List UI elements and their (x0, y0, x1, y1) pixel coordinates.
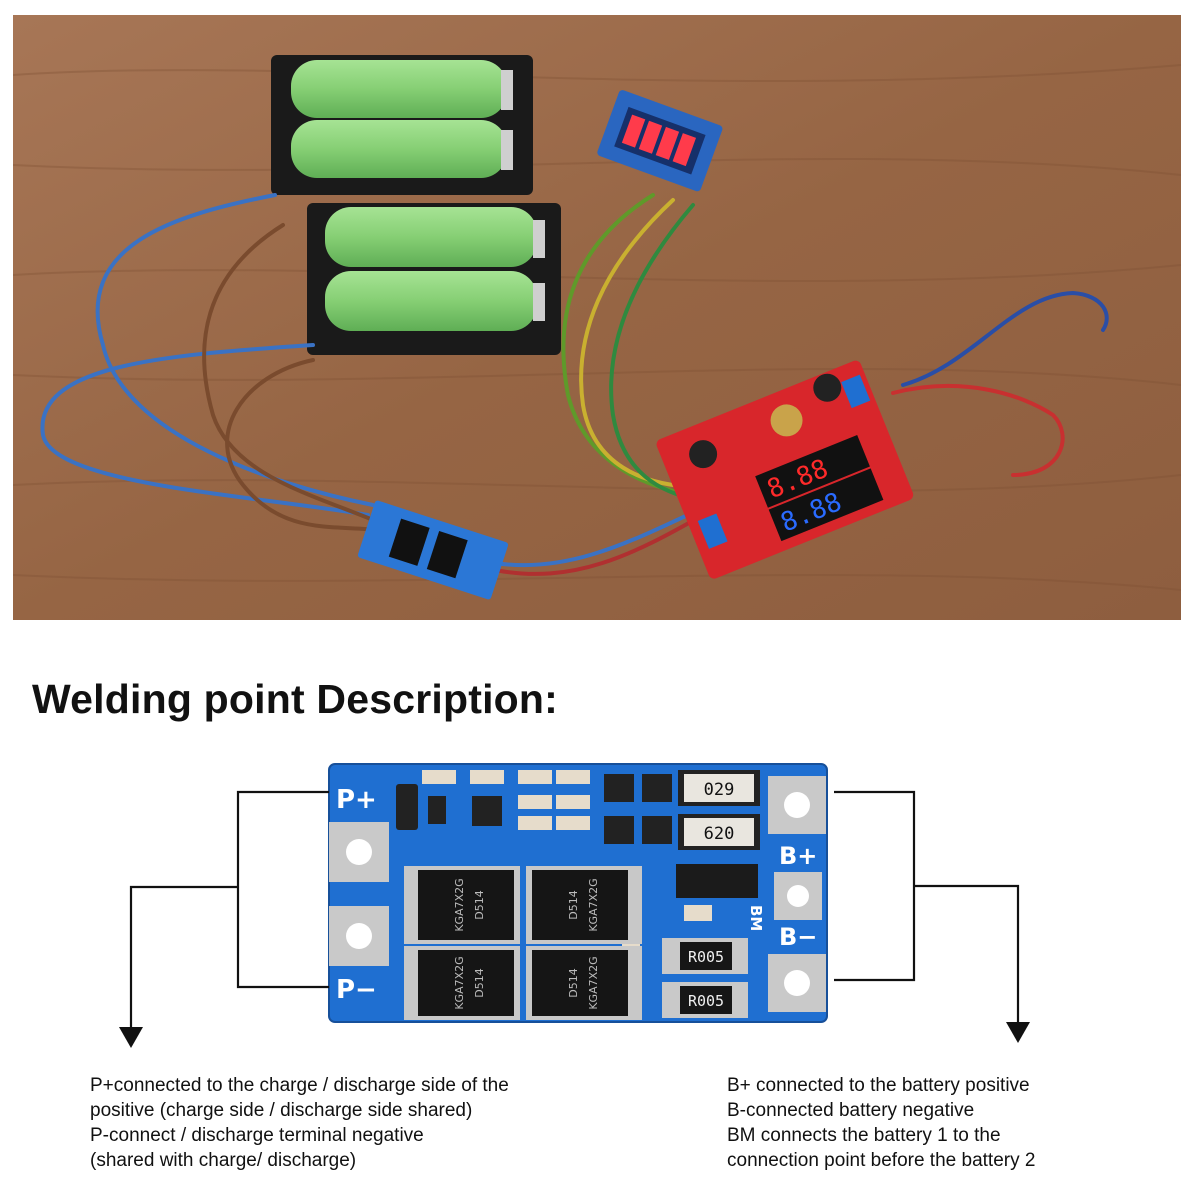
desc-line: positive (charge side / discharge side s… (90, 1100, 473, 1121)
svg-text:620: 620 (704, 824, 735, 844)
arrow-left (119, 1027, 143, 1048)
desc-line: P-connect / discharge terminal negative (90, 1125, 424, 1146)
section-heading: Welding point Description: (32, 676, 559, 722)
svg-text:029: 029 (704, 780, 735, 800)
svg-text:KGA7X2G: KGA7X2G (453, 956, 466, 1009)
svg-text:KGA7X2G: KGA7X2G (587, 956, 600, 1009)
desc-line: B-connected battery negative (727, 1100, 975, 1121)
battery-holder-top (271, 55, 533, 195)
label-p-minus: P− (336, 975, 377, 1005)
solder-pads (329, 776, 826, 1012)
desc-line: (shared with charge/ discharge) (90, 1150, 357, 1171)
battery-holder-bottom (307, 203, 561, 355)
svg-text:KGA7X2G: KGA7X2G (453, 878, 466, 931)
current-resistor-029: 029 (678, 770, 760, 806)
label-p-plus: P+ (336, 785, 377, 815)
wood-grain (13, 64, 1181, 591)
bms-board-photo (357, 500, 509, 600)
wires (40, 193, 1109, 576)
desc-line: BM connects the battery 1 to the (727, 1125, 1001, 1146)
current-resistor-620: 620 (678, 814, 760, 850)
shunt-resistor-1: R005 (662, 938, 748, 974)
svg-text:D514: D514 (567, 968, 580, 997)
bms-board-diagram: 029 620 R005 R005 KGA7X2G D514 KGA7X2G D… (119, 763, 1030, 1048)
svg-text:KGA7X2G: KGA7X2G (587, 878, 600, 931)
svg-text:D514: D514 (473, 968, 486, 997)
svg-text:R005: R005 (688, 992, 724, 1010)
desc-line: B+ connected to the battery positive (727, 1075, 1030, 1096)
buck-converter-photo: 8.88 8.88 (656, 360, 914, 579)
battery-level-indicator (597, 90, 723, 192)
label-b-plus: B+ (779, 842, 817, 870)
diode (676, 864, 758, 898)
shunt-resistor-2: R005 (662, 982, 748, 1018)
svg-text:R005: R005 (688, 948, 724, 966)
desc-line: connection point before the battery 2 (727, 1150, 1036, 1171)
b-terminal-description: B+ connected to the battery positive B-c… (727, 1073, 1167, 1173)
svg-text:D514: D514 (473, 890, 486, 919)
mosfet-array: KGA7X2G D514 KGA7X2G D514 KGA7X2G D514 K… (404, 866, 642, 1020)
label-bm: BM (747, 905, 765, 931)
desc-line: P+connected to the charge / discharge si… (90, 1075, 509, 1096)
setup-photo: 8.88 8.88 (13, 15, 1181, 620)
svg-text:D514: D514 (567, 890, 580, 919)
p-terminal-description: P+connected to the charge / discharge si… (90, 1073, 610, 1173)
connector-lines (129, 790, 1020, 1030)
arrow-right (1006, 1022, 1030, 1043)
label-b-minus: B− (779, 923, 817, 951)
